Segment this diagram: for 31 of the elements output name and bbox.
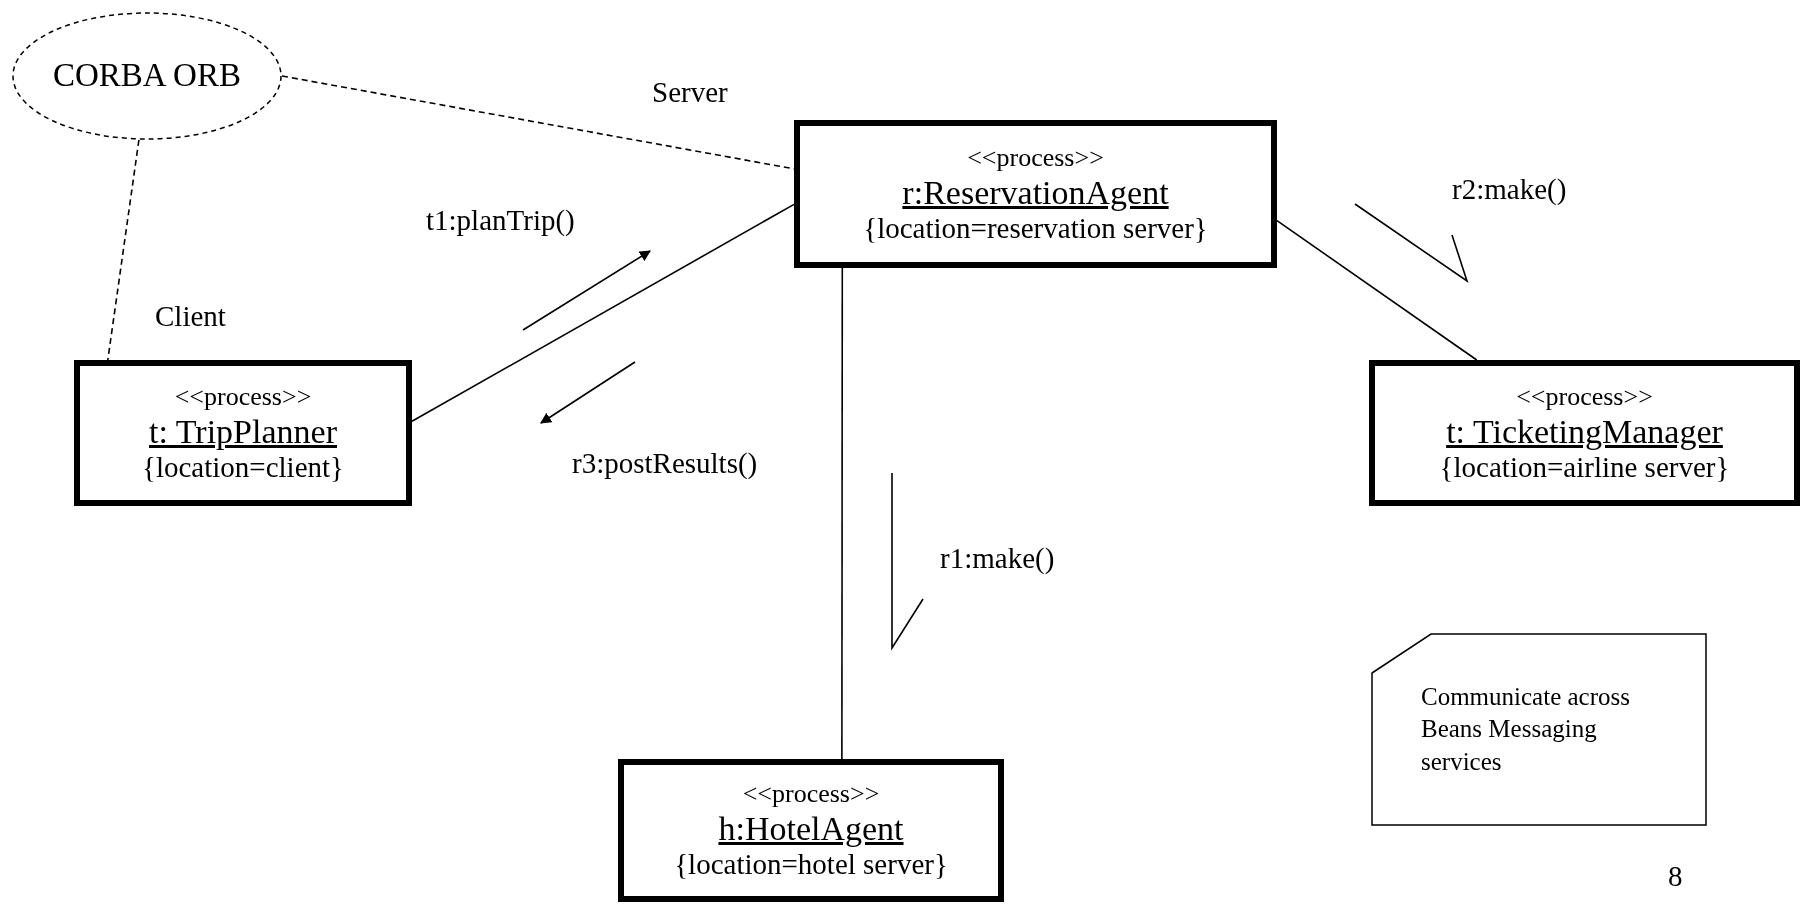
process-box (618, 759, 1004, 902)
dashed-connector (107, 139, 140, 361)
message-label: t1:planTrip() (426, 204, 575, 237)
process-box (74, 360, 412, 506)
stereotype-label: <<process>> (174, 381, 312, 412)
node-label: CORBA ORB (53, 57, 241, 95)
orb-ellipse (12, 12, 282, 140)
connector (411, 203, 795, 423)
message-label: r3:postResults() (572, 447, 758, 480)
object-name: t: TripPlanner (149, 411, 337, 451)
constraint-label: {location=client} (142, 450, 344, 485)
object-name: h:HotelAgent (718, 809, 904, 849)
object-name: r:ReservationAgent (902, 172, 1169, 212)
constraint-label: {location=reservation server} (863, 211, 1208, 246)
note-text: Communicate across Beans Messaging services (1421, 681, 1631, 777)
connector (1276, 219, 1478, 361)
role-label: Client (155, 300, 226, 333)
constraint-label: {location=airline server} (1439, 450, 1730, 485)
message-label: r1:make() (940, 542, 1055, 575)
page-number: 8 (1668, 860, 1683, 893)
object-name: t: TicketingManager (1446, 411, 1723, 451)
message-label: r2:make() (1452, 173, 1567, 206)
constraint-label: {location=hotel server} (674, 848, 948, 882)
process-box (794, 120, 1277, 268)
stereotype-label: <<process>> (742, 779, 880, 810)
connector (841, 267, 844, 760)
stereotype-label: <<process>> (1516, 381, 1653, 412)
role-label: Server (652, 76, 728, 109)
stereotype-label: <<process>> (967, 142, 1104, 173)
process-box (1369, 360, 1800, 506)
note-shape (1371, 633, 1707, 826)
